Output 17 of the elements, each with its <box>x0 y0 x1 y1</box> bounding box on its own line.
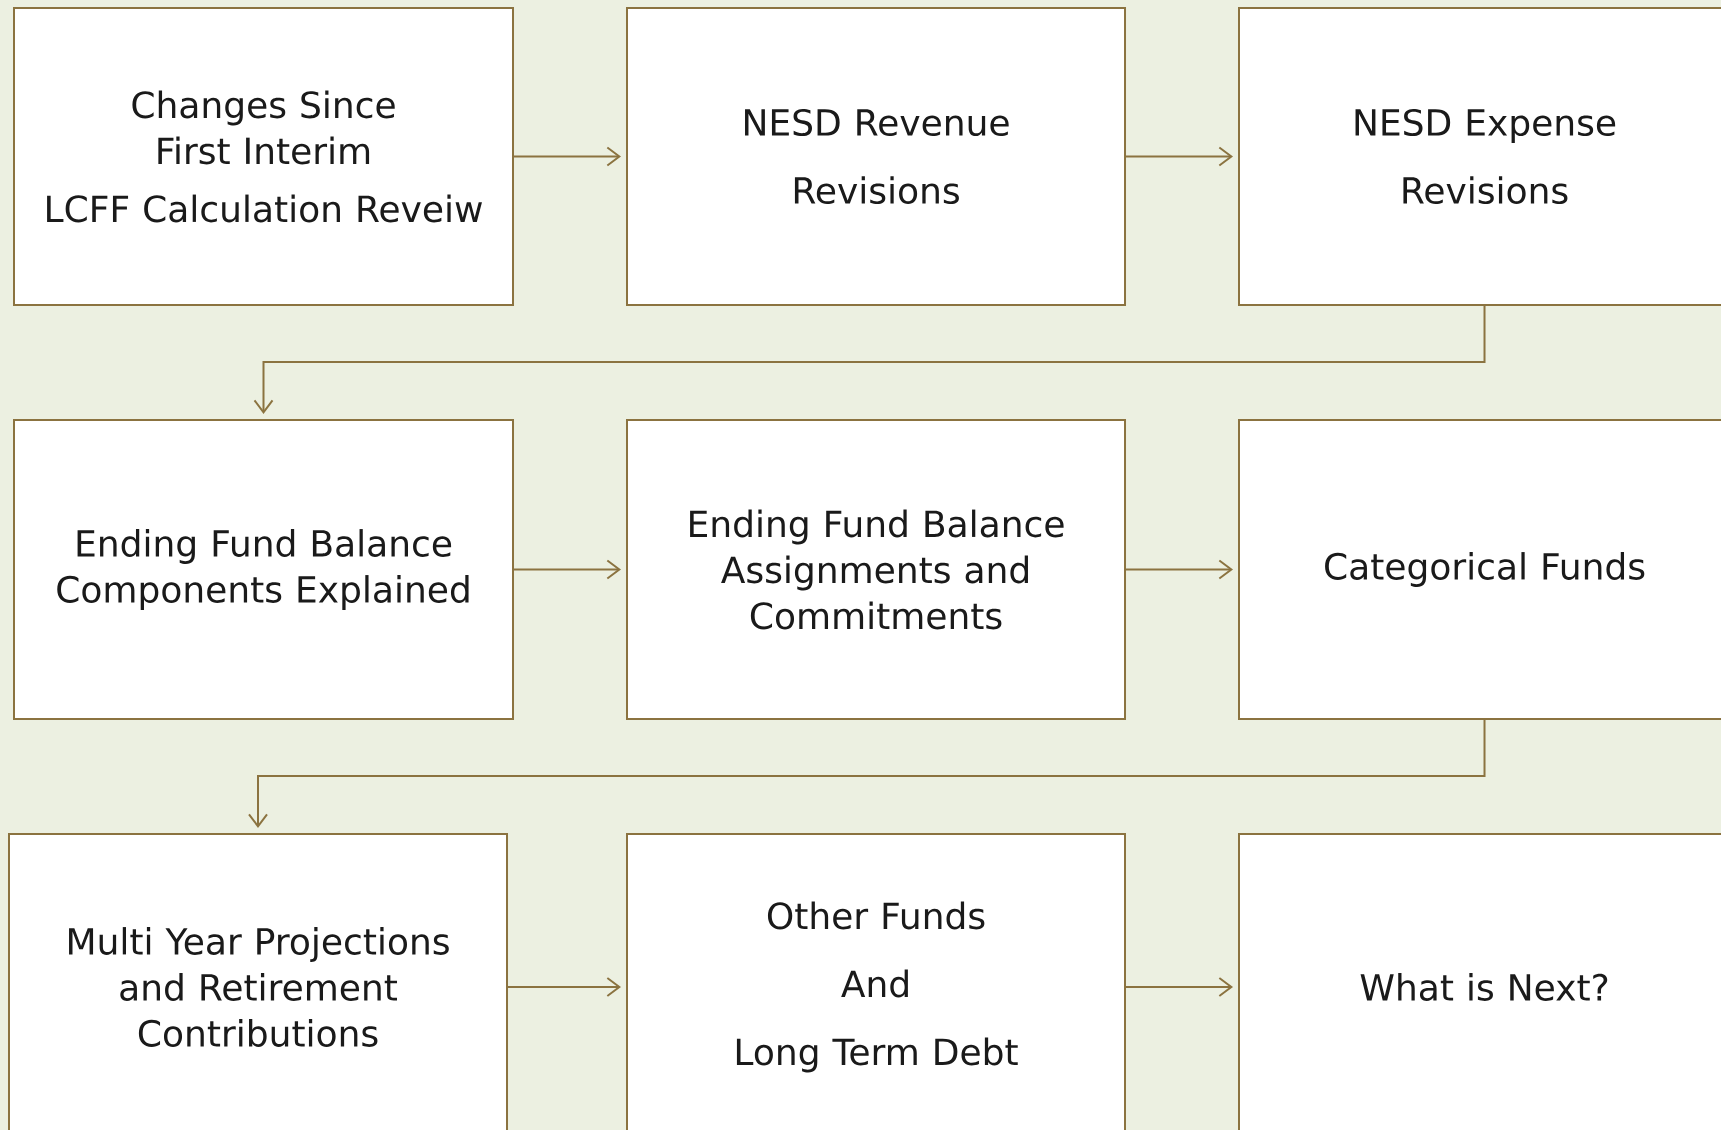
arrow <box>253 304 1486 414</box>
process-box: NESD Expense Revisions <box>1238 7 1721 306</box>
arrow <box>1124 977 1233 997</box>
process-box: Multi Year Projections and Retirement Contributions <box>8 833 508 1130</box>
process-box: Categorical Funds <box>1238 419 1721 720</box>
process-box: NESD Revenue Revisions <box>626 7 1126 306</box>
process-box: Ending Fund Balance Assignments and Commitments <box>626 419 1126 720</box>
arrow <box>506 977 621 997</box>
arrow <box>248 718 1486 828</box>
process-box: Changes Since First Interim LCFF Calculation Reveiw <box>13 7 514 306</box>
process-box: What is Next? <box>1238 833 1721 1130</box>
arrow <box>1124 559 1233 580</box>
arrow <box>512 146 621 167</box>
process-box: Ending Fund Balance Components Explained <box>13 419 514 720</box>
arrow <box>512 559 621 580</box>
process-box: Other Funds And Long Term Debt <box>626 833 1126 1130</box>
arrow <box>1124 146 1233 167</box>
